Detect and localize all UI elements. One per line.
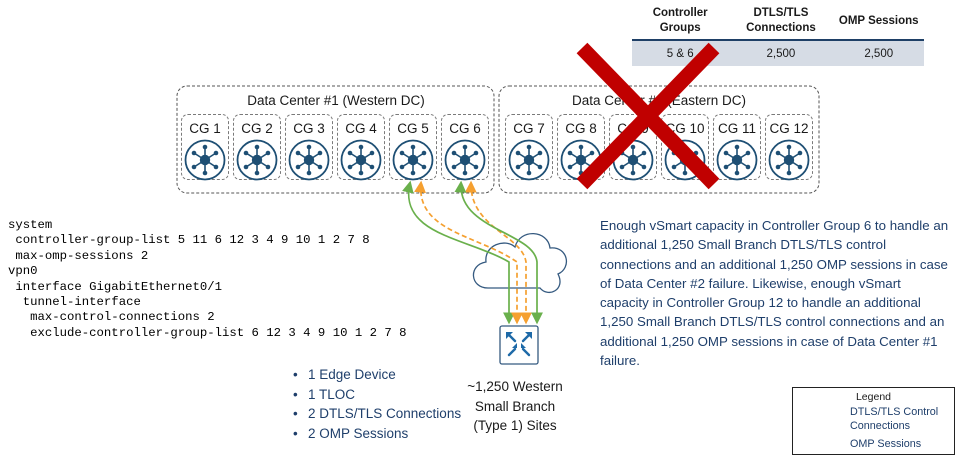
controller-group-4: CG 4: [337, 114, 385, 181]
list-item: 2 DTLS/TLS Connections: [290, 404, 461, 424]
hub-network-icon: [508, 139, 550, 181]
controller-group-label: CG 6: [449, 121, 481, 136]
hub-network-icon: [716, 139, 758, 181]
controller-group-2: CG 2: [233, 114, 281, 181]
config-line: vpn0: [8, 264, 38, 279]
site-caption-line: (Type 1) Sites: [473, 418, 557, 433]
controller-group-7: CG 7: [505, 114, 553, 181]
config-line: max-control-connections 2: [8, 310, 215, 325]
hub-network-icon: [444, 139, 486, 181]
controller-group-10: CG 10: [661, 114, 709, 181]
config-line: tunnel-interface: [8, 295, 141, 310]
config-line: interface GigabitEthernet0/1: [8, 279, 223, 294]
controller-group-label: CG 9: [617, 121, 649, 136]
controller-group-label: CG 5: [397, 121, 429, 136]
controller-group-label: CG 10: [665, 121, 705, 136]
controller-group-label: CG 7: [513, 121, 545, 136]
list-item: 1 Edge Device: [290, 365, 461, 385]
hub-network-icon: [768, 139, 810, 181]
controller-group-5: CG 5: [389, 114, 437, 181]
controller-group-9: CG 9: [609, 114, 657, 181]
hub-network-icon: [340, 139, 382, 181]
legend-omp-label: OMP Sessions: [850, 438, 922, 450]
config-line: exclude-controller-group-list 6 12 3 4 9…: [8, 325, 407, 340]
legend-dtls-label-line1: DTLS/TLS Control: [850, 406, 939, 418]
header-controller-groups: Controller Groups: [632, 2, 729, 41]
legend-title: Legend: [855, 391, 892, 403]
config-code-block: system controller-group-list 5 11 6 12 3…: [8, 218, 406, 341]
hub-network-icon: [236, 139, 278, 181]
hub-network-icon: [288, 139, 330, 181]
list-item: 1 TLOC: [290, 385, 461, 405]
hub-network-icon: [392, 139, 434, 181]
hub-network-icon: [664, 139, 706, 181]
edge-device-bullets: 1 Edge Device 1 TLOC 2 DTLS/TLS Connecti…: [290, 365, 461, 443]
controller-group-label: CG 11: [717, 121, 756, 136]
header-dtls-connections: DTLS/TLS Connections: [728, 2, 834, 41]
hub-network-icon: [560, 139, 602, 181]
controller-group-1: CG 1: [181, 114, 229, 181]
config-line: system: [8, 218, 53, 232]
header-omp-sessions: OMP Sessions: [833, 2, 924, 41]
controller-group-8: CG 8: [557, 114, 605, 181]
legend-dtls-label-line2: Connections: [850, 420, 911, 432]
controller-group-11: CG 11: [713, 114, 761, 181]
controller-group-label: CG 12: [769, 121, 809, 136]
config-line: max-omp-sessions 2: [8, 248, 149, 263]
controller-group-12: CG 12: [765, 114, 813, 181]
legend-dtls-label: DTLS/TLS Control Connections: [850, 405, 938, 433]
cell-sessions: 2,500: [833, 40, 924, 66]
legend-box: Legend DTLS/TLS Control Connections OMP …: [792, 387, 955, 455]
data-center-1-title: Data Center #1 (Western DC): [247, 93, 425, 108]
controller-group-label: CG 2: [241, 121, 273, 136]
site-caption-line: Small Branch: [474, 398, 556, 414]
controller-group-label: CG 4: [345, 121, 377, 136]
site-caption: ~1,250 Western Small Branch (Type 1) Sit…: [452, 377, 578, 436]
controller-group-6: CG 6: [441, 114, 489, 181]
data-center-2-title: Data Center #2 (Eastern DC): [571, 93, 747, 108]
hub-network-icon: [184, 139, 226, 181]
cell-connections: 2,500: [728, 40, 834, 66]
list-item: 2 OMP Sessions: [290, 424, 461, 444]
controller-group-label: CG 3: [293, 121, 325, 136]
cloud-icon: [472, 233, 568, 293]
site-caption-line: ~1,250 Western: [467, 379, 563, 394]
table-header-row: Controller Groups DTLS/TLS Connections O…: [632, 2, 924, 41]
controller-group-label: CG 8: [565, 121, 597, 136]
controller-group-label: CG 1: [189, 121, 221, 136]
controller-group-3: CG 3: [285, 114, 333, 181]
config-line: controller-group-list 5 11 6 12 3 4 9 10…: [8, 233, 370, 248]
capacity-note: Enough vSmart capacity in Controller Gro…: [600, 218, 949, 369]
hub-network-icon: [612, 139, 654, 181]
